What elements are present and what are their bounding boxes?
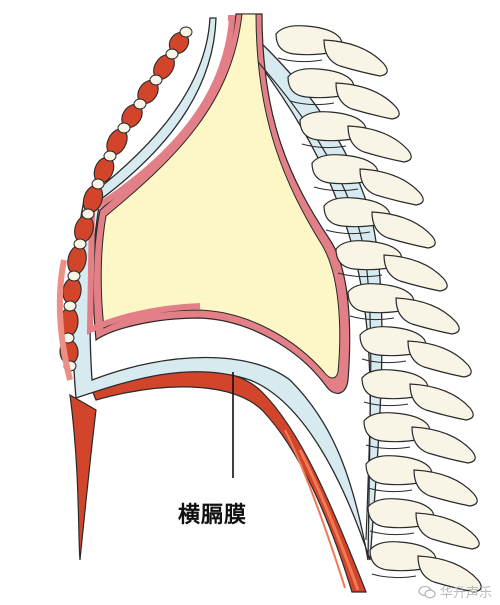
rib-joint — [133, 98, 147, 110]
vertebra — [287, 68, 400, 120]
diaphragm-muscle — [69, 368, 367, 593]
vertebra — [275, 25, 388, 77]
watermark: 华升声乐 — [418, 582, 492, 601]
rib-cartilage-chain — [56, 26, 193, 381]
rib-joint — [103, 150, 117, 162]
rib-joint — [165, 48, 179, 60]
rib-joint — [91, 178, 105, 190]
vertebra — [299, 111, 412, 163]
vertebra — [369, 541, 482, 593]
vertebra — [367, 498, 480, 550]
vertebra — [361, 369, 474, 421]
rib-joint — [67, 270, 81, 282]
rib-joint — [73, 238, 87, 250]
wechat-icon — [418, 585, 436, 598]
rib-joint — [179, 26, 193, 38]
vertebra — [363, 412, 476, 464]
vertebra — [347, 283, 460, 335]
diaphragm-label: 横膈膜 — [178, 503, 248, 528]
watermark-text: 华升声乐 — [439, 586, 492, 601]
vertebra — [359, 326, 472, 378]
spine-vertebrae — [275, 25, 482, 593]
rib-joint — [81, 208, 95, 220]
rib-joint — [149, 74, 163, 86]
vertebra — [335, 240, 448, 292]
costal-cartilage — [56, 259, 73, 381]
vertebra — [311, 154, 424, 206]
vertebra — [365, 455, 478, 507]
rib-joint — [117, 122, 131, 134]
vertebra — [323, 197, 436, 249]
lung-cavity — [86, 13, 351, 394]
rib-joint — [63, 300, 77, 312]
